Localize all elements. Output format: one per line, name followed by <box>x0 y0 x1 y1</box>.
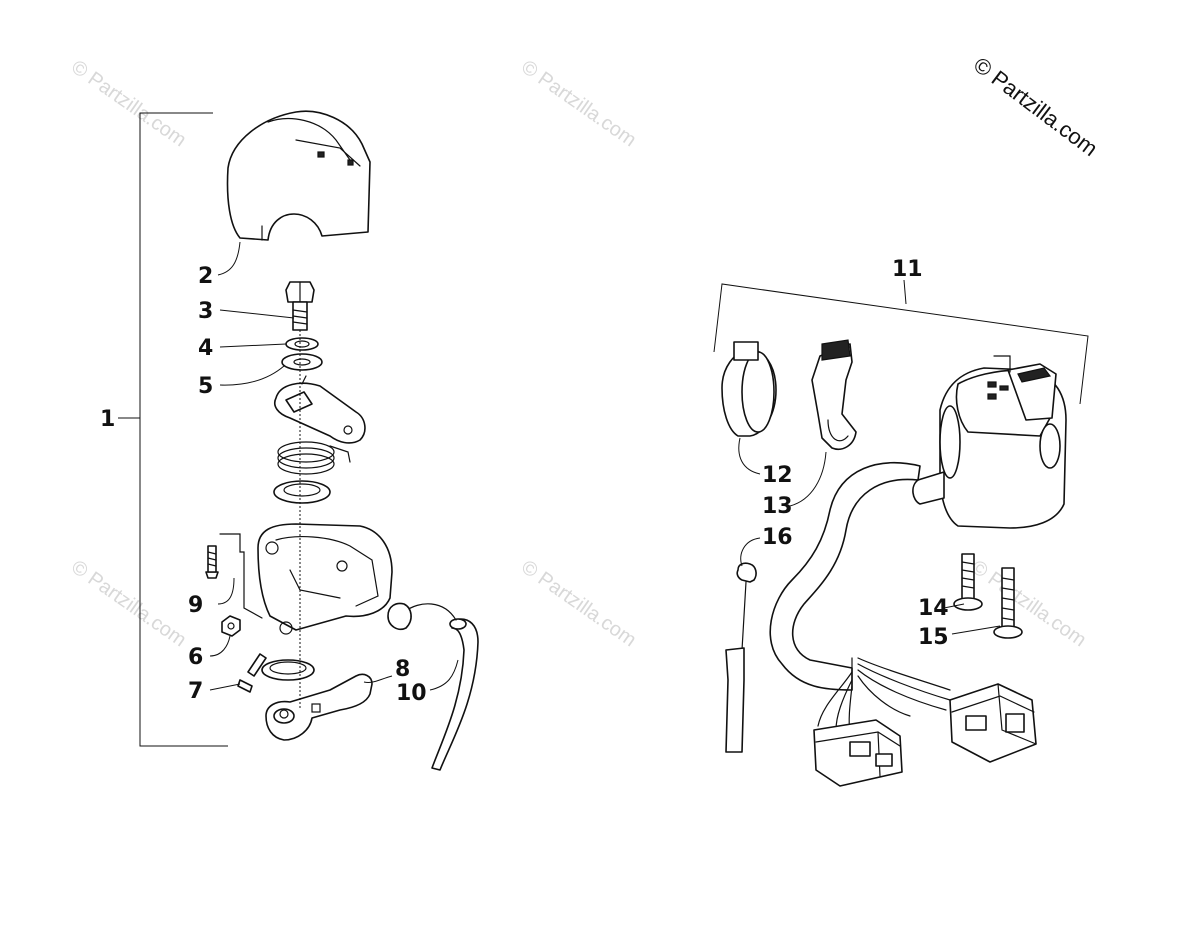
part-switch-housing <box>912 355 1067 529</box>
watermark-3: © Partzilla.com <box>67 556 190 651</box>
part-seal <box>273 480 331 504</box>
brand-logo-text: © Partzilla.com <box>969 52 1102 161</box>
part-throttle-arm <box>274 375 366 444</box>
callout-9: 9 <box>188 593 203 618</box>
part-clamp-ring <box>721 341 777 437</box>
callout-3: 3 <box>198 299 213 324</box>
part-throttle-cable <box>387 602 479 771</box>
watermark-4: © Partzilla.com <box>517 556 640 651</box>
part-screw-14 <box>953 553 983 611</box>
callout-6-leader <box>209 635 231 657</box>
callout-13-leader <box>789 451 827 507</box>
part-nut <box>221 615 241 637</box>
callout-11: 11 <box>892 257 923 282</box>
part-throttle-lever <box>265 673 373 741</box>
part-screw-9 <box>205 533 263 619</box>
callout-2-leader <box>217 241 241 276</box>
part-screw-15 <box>993 567 1023 639</box>
assembly-1-bracket <box>139 112 228 747</box>
callout-10-leader <box>429 659 459 691</box>
callout-7-leader <box>209 683 241 691</box>
callout-5: 5 <box>198 374 213 399</box>
callout-15: 15 <box>918 625 949 650</box>
callout-9-leader <box>217 577 235 605</box>
callout-1: 1 <box>100 407 115 432</box>
part-screw-7 <box>237 653 267 693</box>
part-oring <box>261 659 315 681</box>
part-flat-washer <box>281 353 323 371</box>
callout-15-leader <box>951 625 1001 635</box>
part-wiring-harness <box>769 461 1037 787</box>
watermark-5: © Partzilla.com <box>967 556 1090 651</box>
callout-14-leader <box>943 603 965 609</box>
watermark-2: © Partzilla.com <box>517 56 640 151</box>
callout-10: 10 <box>396 681 427 706</box>
callout-2: 2 <box>198 264 213 289</box>
callout-12-leader <box>738 437 761 475</box>
part-throttle-housing <box>257 523 393 635</box>
part-spring <box>277 441 351 475</box>
callout-4: 4 <box>198 336 213 361</box>
callout-labels: 1 2 3 4 5 9 6 7 8 10 11 12 13 16 14 15 <box>100 257 949 706</box>
callout-8: 8 <box>395 657 410 682</box>
assembly-11-bracket <box>713 283 1089 405</box>
callout-11-leader <box>903 279 907 305</box>
callout-13: 13 <box>762 494 793 519</box>
part-lock-washer <box>285 337 319 351</box>
callout-3-leader <box>219 309 295 319</box>
watermarks: © Partzilla.com © Partzilla.com © Partzi… <box>67 56 1090 651</box>
callout-16-leader <box>740 537 761 567</box>
callout-7: 7 <box>188 679 203 704</box>
callout-4-leader <box>219 343 287 348</box>
callout-5-leader <box>219 365 285 386</box>
part-ground-wire <box>725 562 757 753</box>
part-bolt <box>285 281 315 331</box>
callout-16: 16 <box>762 525 793 550</box>
watermark-1: © Partzilla.com <box>67 56 190 151</box>
part-throttle-cover <box>226 110 371 241</box>
callout-6: 6 <box>188 645 203 670</box>
callout-12: 12 <box>762 463 793 488</box>
callout-14: 14 <box>918 596 949 621</box>
part-lever <box>811 339 857 450</box>
callout-8-leader <box>363 675 393 683</box>
